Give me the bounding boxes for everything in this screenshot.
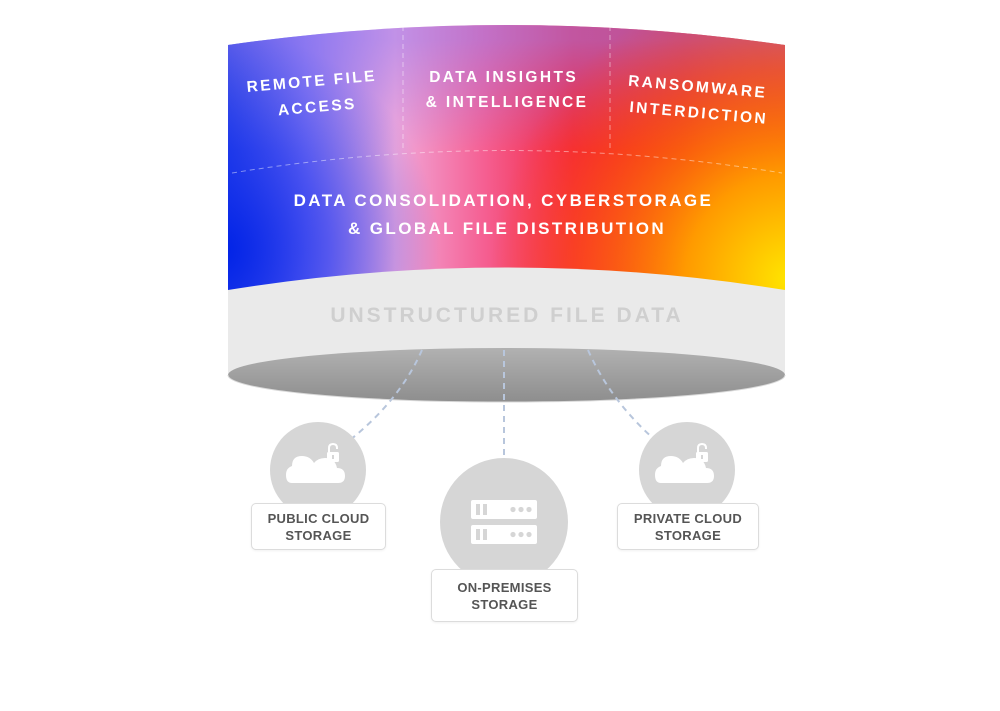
label-line: PRIVATE CLOUD <box>633 510 743 526</box>
cloud-lock-icon <box>286 442 345 483</box>
section-data-consolidation: DATA CONSOLIDATION, CYBERSTORAGE & GLOBA… <box>294 191 721 238</box>
label-line: PUBLIC CLOUD <box>267 510 370 526</box>
private-cloud-storage-label: PRIVATE CLOUD STORAGE <box>617 503 759 550</box>
label-line: STORAGE <box>285 527 352 543</box>
label-line: STORAGE <box>471 596 538 612</box>
connectors <box>349 349 656 458</box>
drum-base <box>227 267 786 403</box>
drum-dividers <box>231 26 783 174</box>
drum-colored-band <box>228 25 785 300</box>
label-line: STORAGE <box>654 527 722 543</box>
public-cloud-storage-label: PUBLIC CLOUD STORAGE <box>251 503 386 550</box>
section-data-insights: DATA INSIGHTS & INTELLIGENCE <box>426 69 589 111</box>
server-icon <box>471 500 537 544</box>
on-premises-storage-label: ON-PREMISES STORAGE <box>431 569 578 622</box>
cloud-lock-icon <box>655 442 714 483</box>
label-line: ON-PREMISES <box>457 579 552 595</box>
on-premises-circle <box>440 458 568 586</box>
base-label: UNSTRUCTURED FILE DATA <box>330 304 683 327</box>
